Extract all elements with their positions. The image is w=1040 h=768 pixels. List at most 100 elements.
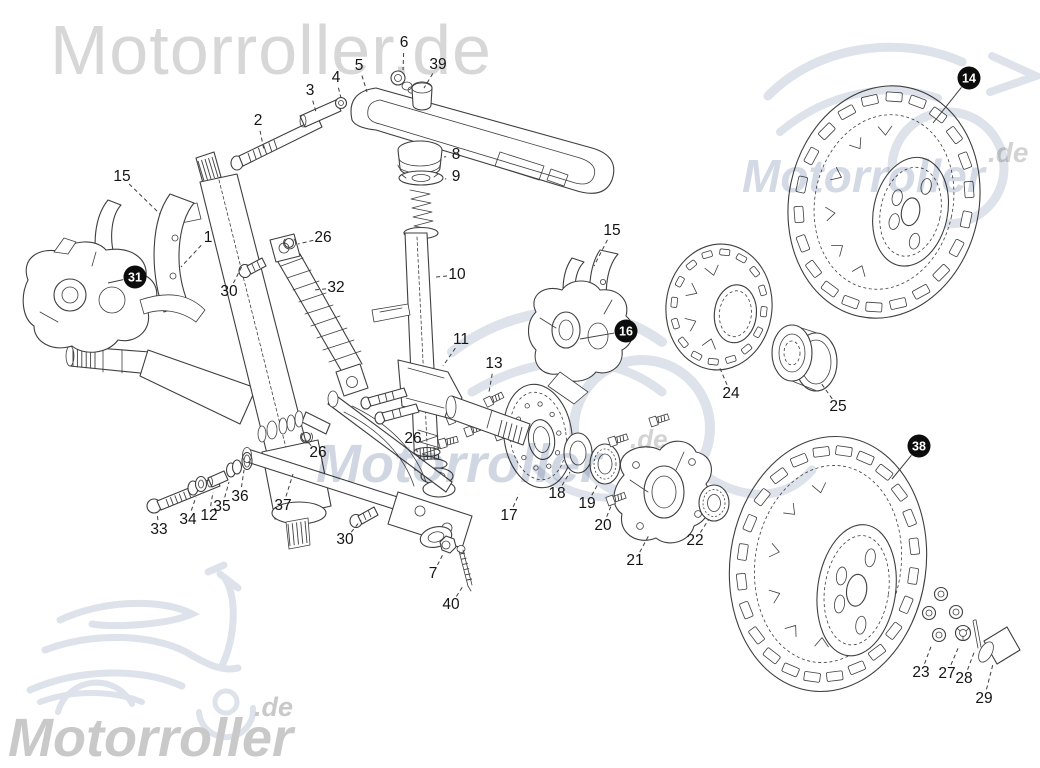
part-label-20: 20	[594, 517, 612, 534]
part-label-30: 30	[220, 283, 238, 300]
leader-line-17	[512, 493, 520, 508]
spacer-tube-3	[299, 99, 342, 128]
brake-pads-15-left	[94, 193, 195, 313]
part-label-22: 22	[686, 532, 704, 549]
leader-line-3	[312, 100, 317, 113]
hex-bolt	[648, 413, 670, 428]
washer-4	[334, 96, 348, 110]
leader-line-14	[932, 87, 962, 124]
steering-knuckle-21	[613, 440, 712, 544]
part-label-21: 21	[626, 552, 644, 569]
rubber-cap-39	[411, 81, 433, 111]
part-label-5: 5	[354, 57, 364, 74]
shock-absorber-32	[269, 233, 369, 397]
bearing-cap-8	[397, 140, 443, 177]
brake-pads-15-right	[562, 249, 619, 329]
watermark-bottom-left-suffix: .de	[254, 692, 293, 722]
part-label-23: 23	[912, 664, 930, 681]
part-label-38: 38	[907, 434, 931, 458]
part-label-15: 15	[113, 168, 131, 185]
wheel-rim-25	[771, 324, 838, 392]
tire-24	[665, 243, 773, 371]
leader-line-13	[488, 373, 493, 393]
bearing-22	[698, 484, 730, 522]
leader-line-37	[285, 473, 294, 497]
leader-line-18	[561, 471, 571, 486]
part-label-19: 19	[578, 495, 596, 512]
hex-bolt	[437, 435, 459, 450]
grease-screw-40	[456, 545, 473, 592]
leader-line-4	[337, 87, 342, 99]
part-label-24: 24	[722, 385, 740, 402]
part-label-36: 36	[231, 488, 249, 505]
leader-line-40	[455, 585, 464, 597]
arm-pivot-bolts	[360, 387, 420, 425]
bushing-stack-upper	[257, 410, 331, 443]
o-ring-36	[241, 451, 253, 471]
leader-line-1	[180, 244, 202, 268]
part-label-16: 16	[614, 319, 638, 343]
leader-line-7	[437, 553, 444, 566]
leader-line-15	[128, 183, 161, 215]
watermark-top-left: Motorroller.de	[50, 11, 492, 89]
leader-line-26	[415, 448, 421, 461]
leader-line-38	[891, 454, 912, 480]
part-label-17: 17	[500, 507, 518, 524]
part-label-8: 8	[451, 146, 461, 163]
bolt-30-lower	[349, 506, 379, 529]
stub-axle-11	[444, 395, 531, 446]
part-label-1: 1	[203, 229, 213, 246]
leader-line-5	[361, 75, 368, 93]
leader-line-36	[240, 469, 245, 488]
part-label-26: 26	[314, 229, 332, 246]
part-label-9: 9	[451, 168, 461, 185]
part-label-14: 14	[957, 66, 981, 90]
column-spring-top	[403, 189, 439, 240]
eagle-watermark-right	[763, 42, 1040, 229]
leader-line-34	[190, 496, 197, 511]
leader-line-35	[224, 481, 230, 498]
scooter-watermark	[26, 561, 257, 740]
hex-bolt	[483, 391, 505, 408]
leader-line-23	[924, 643, 933, 664]
nuts-23	[921, 586, 964, 643]
spacer-12	[207, 470, 229, 488]
leader-line-21	[639, 534, 650, 553]
leader-line-24	[718, 365, 728, 386]
part-label-25: 25	[829, 398, 847, 415]
part-label-4: 4	[331, 69, 341, 86]
washer-9	[398, 170, 444, 186]
part-label-26: 26	[309, 444, 327, 461]
leader-line-25	[820, 382, 833, 400]
part-label-31: 31	[123, 265, 147, 289]
leader-line-20	[606, 505, 612, 517]
hex-bolt	[445, 410, 467, 426]
steering-knuckle-1	[65, 151, 332, 550]
leader-line-2	[259, 130, 265, 151]
part-label-37: 37	[274, 497, 292, 514]
part-label-18: 18	[548, 485, 566, 502]
watermark-bottom-left: Motorroller	[8, 708, 296, 768]
part-label-29: 29	[975, 690, 993, 707]
part-label-26: 26	[404, 430, 422, 447]
hex-bolt	[605, 491, 627, 507]
bushing-35	[225, 459, 243, 478]
part-label-15: 15	[603, 222, 621, 239]
part-label-34: 34	[179, 511, 197, 528]
clamp-26-lower	[300, 431, 313, 444]
watermark-right: Motorroller	[742, 150, 987, 202]
front-wheel-38	[728, 435, 928, 693]
part-label-33: 33	[150, 521, 168, 538]
bolt-30-upper	[238, 257, 267, 279]
bolt-2	[230, 117, 323, 171]
cotter-pin-28	[972, 619, 982, 649]
part-label-12: 12	[200, 507, 218, 524]
part-label-35: 35	[213, 498, 231, 515]
leader-line-15	[593, 239, 608, 267]
leader-line-29	[986, 663, 994, 690]
bearing-19	[589, 443, 621, 485]
